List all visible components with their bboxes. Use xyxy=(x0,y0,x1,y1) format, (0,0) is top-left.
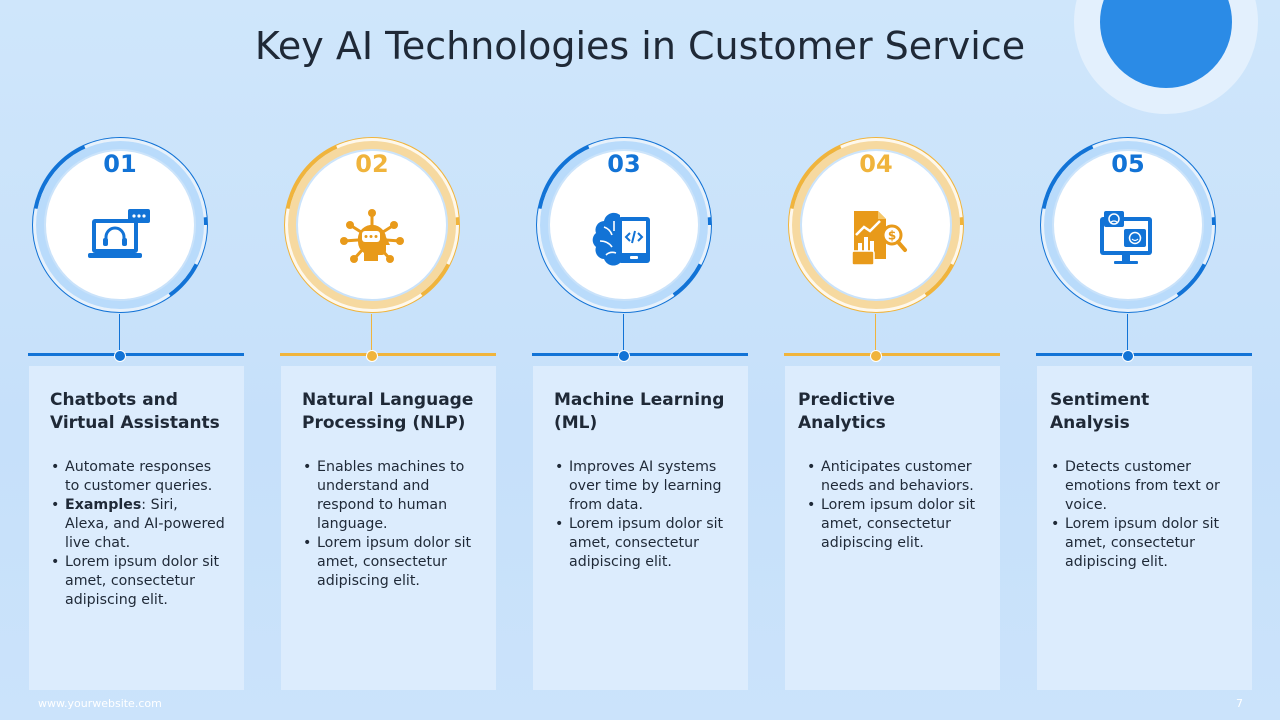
heading-line: Natural Language xyxy=(302,390,474,410)
bullet-text: Lorem ipsum dolor sit amet, consectetur … xyxy=(569,516,724,570)
timeline-dot xyxy=(870,350,882,362)
card-heading: Sentiment Analysis xyxy=(1050,389,1235,435)
bullet-text: Lorem ipsum dolor sit amet, consectetur … xyxy=(317,535,472,589)
bullet-item: Enables machines to understand and respo… xyxy=(302,458,477,534)
timeline-dot xyxy=(114,350,126,362)
bullet-text: Lorem ipsum dolor sit amet, consectetur … xyxy=(65,554,220,608)
bullet-item: Lorem ipsum dolor sit amet, consectetur … xyxy=(806,496,981,553)
page-title: Key AI Technologies in Customer Service xyxy=(254,24,1026,68)
svg-text:$: $ xyxy=(888,229,896,243)
bullet-item: Examples: Siri, Alexa, and AI-powered li… xyxy=(50,496,225,553)
page-number: 7 xyxy=(1236,697,1243,710)
footer-website: www.yourwebsite.com xyxy=(38,697,162,710)
timeline-dot xyxy=(618,350,630,362)
connector-line xyxy=(119,314,120,354)
timeline-segment xyxy=(532,353,748,356)
connector-line xyxy=(371,314,372,354)
bullet-list: Automate responses to customer queries. … xyxy=(50,458,225,610)
bullet-text: Lorem ipsum dolor sit amet, consectetur … xyxy=(821,497,976,551)
heading-line: Virtual Assistants xyxy=(50,413,220,433)
bullet-item: Lorem ipsum dolor sit amet, consectetur … xyxy=(554,515,729,572)
connector-line xyxy=(1127,314,1128,354)
card-heading: Natural Language Processing (NLP) xyxy=(302,389,487,435)
card-number: 05 xyxy=(1111,150,1145,178)
bullet-item: Lorem ipsum dolor sit amet, consectetur … xyxy=(50,553,225,610)
heading-line: Processing (NLP) xyxy=(302,413,466,433)
card-number: 02 xyxy=(355,150,389,178)
card-number: 01 xyxy=(103,150,137,178)
sentiment-monitor-icon xyxy=(1100,211,1152,264)
heading-line: Sentiment xyxy=(1050,390,1150,410)
timeline-dot xyxy=(1122,350,1134,362)
timeline-segment xyxy=(784,353,1000,356)
bullet-text: Enables machines to understand and respo… xyxy=(317,459,465,532)
nlp-head-network-icon xyxy=(340,209,404,263)
timeline-dot xyxy=(366,350,378,362)
bullet-list: Detects customer emotions from text or v… xyxy=(1050,458,1225,572)
bullet-item: Lorem ipsum dolor sit amet, consectetur … xyxy=(1050,515,1225,572)
card-nlp: 02 Natural Language Processing (NLP) Ena… xyxy=(280,0,496,720)
analytics-report-magnifier-icon: $ xyxy=(851,211,907,266)
card-heading: Predictive Analytics xyxy=(798,389,983,435)
heading-line: (ML) xyxy=(554,413,598,433)
bullet-text: Automate responses to customer queries. xyxy=(65,459,213,494)
timeline-segment xyxy=(28,353,244,356)
heading-line: Analytics xyxy=(798,413,886,433)
card-heading: Machine Learning (ML) xyxy=(554,389,739,435)
bullet-item: Detects customer emotions from text or v… xyxy=(1050,458,1225,515)
timeline-segment xyxy=(280,353,496,356)
bullet-item: Lorem ipsum dolor sit amet, consectetur … xyxy=(302,534,477,591)
bullet-item: Anticipates customer needs and behaviors… xyxy=(806,458,981,496)
connector-line xyxy=(875,314,876,354)
bullet-text: Lorem ipsum dolor sit amet, consectetur … xyxy=(1065,516,1220,570)
bullet-list: Improves AI systems over time by learnin… xyxy=(554,458,729,572)
bullet-item: Automate responses to customer queries. xyxy=(50,458,225,496)
bullet-text: Detects customer emotions from text or v… xyxy=(1065,459,1220,513)
card-chatbots: 01 Chatbots and Virtual Assistants Autom… xyxy=(28,0,244,720)
bullet-item: Improves AI systems over time by learnin… xyxy=(554,458,729,515)
bullet-list: Anticipates customer needs and behaviors… xyxy=(806,458,981,553)
connector-line xyxy=(623,314,624,354)
bullet-text: Anticipates customer needs and behaviors… xyxy=(821,459,974,494)
bullet-list: Enables machines to understand and respo… xyxy=(302,458,477,591)
card-heading: Chatbots and Virtual Assistants xyxy=(50,389,235,435)
card-sentiment-analysis: 05 Sentiment Analysis Detects customer e… xyxy=(1036,0,1252,720)
heading-line: Analysis xyxy=(1050,413,1130,433)
card-predictive-analytics: 04 $ Predictive Analytics Anticipates cu… xyxy=(784,0,1000,720)
heading-line: Machine Learning xyxy=(554,390,725,410)
bullet-bold: Examples xyxy=(65,497,142,513)
card-machine-learning: 03 Machine Learning (ML) Improves AI sys… xyxy=(532,0,748,720)
chatbot-headset-laptop-icon xyxy=(88,209,150,258)
timeline-segment xyxy=(1036,353,1252,356)
heading-line: Chatbots and xyxy=(50,390,178,410)
heading-line: Predictive xyxy=(798,390,896,410)
bullet-text: Improves AI systems over time by learnin… xyxy=(569,459,722,513)
bullet-text: : Siri, Alexa, and AI-powered live chat. xyxy=(65,497,225,551)
card-number: 03 xyxy=(607,150,641,178)
brain-code-icon xyxy=(592,212,650,266)
card-number: 04 xyxy=(859,150,893,178)
